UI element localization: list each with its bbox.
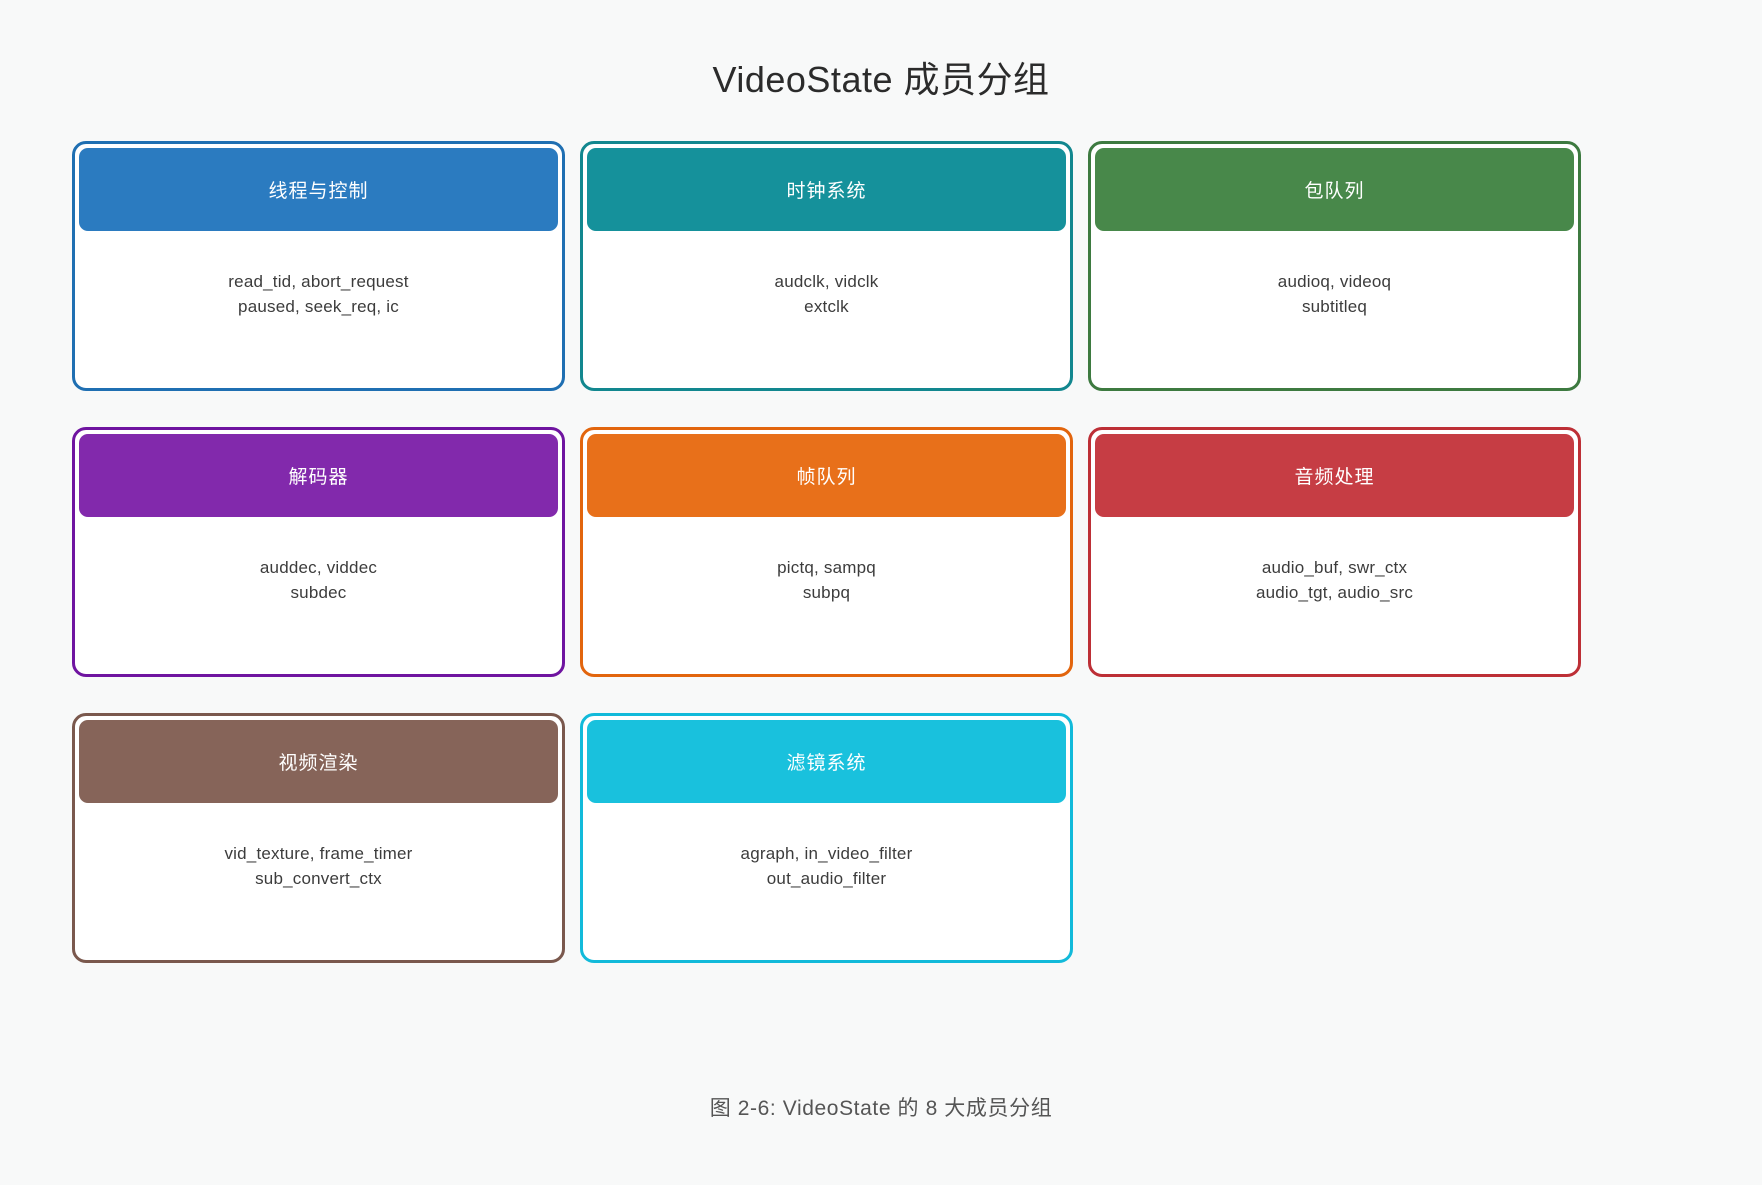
group-card-header: 线程与控制 — [79, 148, 558, 231]
group-card-body: read_tid, abort_request paused, seek_req… — [79, 231, 558, 380]
group-card-body: pictq, sampq subpq — [587, 517, 1066, 666]
group-card-title: 解码器 — [288, 467, 349, 488]
group-card-title: 包队列 — [1304, 181, 1365, 202]
group-card[interactable]: 包队列 audioq, videoq subtitleq — [1088, 141, 1581, 391]
group-card-header: 音频处理 — [1095, 434, 1574, 517]
group-card-body: agraph, in_video_filter out_audio_filter — [587, 803, 1066, 952]
group-card-title: 时钟系统 — [786, 181, 867, 202]
group-card-members: audioq, videoq subtitleq — [1277, 272, 1392, 316]
group-card-body: audio_buf, swr_ctx audio_tgt, audio_src — [1095, 517, 1574, 666]
figure-caption: 图 2-6: VideoState 的 8 大成员分组 — [709, 1097, 1053, 1120]
group-card-members: read_tid, abort_request paused, seek_req… — [228, 272, 409, 316]
group-card-members: audio_buf, swr_ctx audio_tgt, audio_src — [1255, 558, 1414, 602]
group-card[interactable]: 时钟系统 audclk, vidclk extclk — [580, 141, 1073, 391]
group-card-title: 帧队列 — [796, 467, 857, 488]
group-card[interactable]: 视频渲染 vid_texture, frame_timer sub_convert… — [72, 713, 565, 963]
group-card-members: audclk, vidclk extclk — [774, 272, 879, 316]
group-card-header: 包队列 — [1095, 148, 1574, 231]
group-card-body: vid_texture, frame_timer sub_convert_ctx — [79, 803, 558, 952]
group-card-members: agraph, in_video_filter out_audio_filter — [740, 844, 913, 888]
group-card-grid: 线程与控制 read_tid, abort_request paused, see… — [72, 141, 1592, 963]
group-card-title: 线程与控制 — [268, 181, 369, 202]
group-card-header: 滤镜系统 — [587, 720, 1066, 803]
group-card-body: audclk, vidclk extclk — [587, 231, 1066, 380]
group-card-members: auddec, viddec subdec — [259, 558, 378, 602]
group-card-title: 滤镜系统 — [786, 753, 867, 774]
group-card-header: 视频渲染 — [79, 720, 558, 803]
group-card-members: pictq, sampq subpq — [777, 558, 876, 602]
group-card[interactable]: 解码器 auddec, viddec subdec — [72, 427, 565, 677]
group-card-header: 解码器 — [79, 434, 558, 517]
group-card-members: vid_texture, frame_timer sub_convert_ctx — [224, 844, 413, 888]
group-card-title: 视频渲染 — [278, 753, 359, 774]
group-card[interactable]: 线程与控制 read_tid, abort_request paused, see… — [72, 141, 565, 391]
page-title: VideoState 成员分组 — [712, 59, 1050, 101]
group-card-body: audioq, videoq subtitleq — [1095, 231, 1574, 380]
group-card-body: auddec, viddec subdec — [79, 517, 558, 666]
group-card[interactable]: 滤镜系统 agraph, in_video_filter out_audio_fi… — [580, 713, 1073, 963]
group-card-header: 时钟系统 — [587, 148, 1066, 231]
group-card-title: 音频处理 — [1294, 467, 1375, 488]
group-card[interactable]: 音频处理 audio_buf, swr_ctx audio_tgt, audio_… — [1088, 427, 1581, 677]
group-card-header: 帧队列 — [587, 434, 1066, 517]
group-card[interactable]: 帧队列 pictq, sampq subpq — [580, 427, 1073, 677]
